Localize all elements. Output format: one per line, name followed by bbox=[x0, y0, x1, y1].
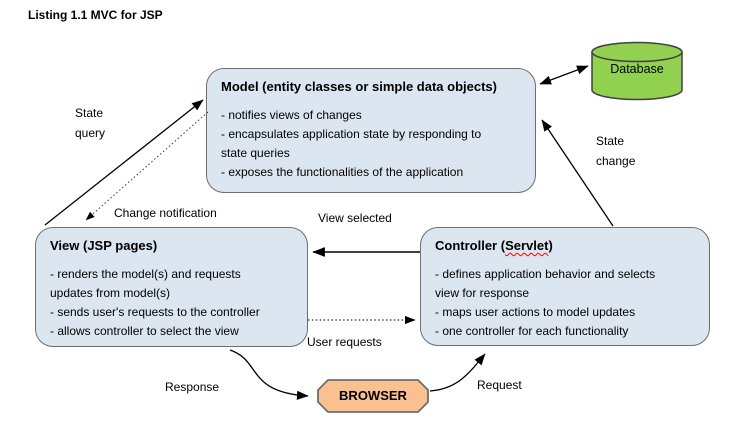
controller-node: Controller (Servlet) - defines applicati… bbox=[420, 227, 710, 346]
model-bullet-line: - encapsulates application state by resp… bbox=[221, 127, 482, 141]
view-selected-label: View selected bbox=[318, 211, 392, 225]
view-bullet-line: - renders the model(s) and requests bbox=[50, 267, 241, 281]
database-label: Database bbox=[610, 62, 664, 76]
view-bullet-line: updates from model(s) bbox=[50, 286, 171, 300]
view-bullet-line: - sends user's requests to the controlle… bbox=[50, 305, 260, 319]
controller-bullet-line: view for response bbox=[435, 286, 530, 300]
controller-bullet-line: - maps user actions to model updates bbox=[435, 305, 636, 319]
response-arrow bbox=[229, 349, 309, 400]
view-bullet-line: - allows controller to select the view bbox=[50, 324, 239, 338]
controller-node-title: Controller (Servlet) bbox=[435, 238, 695, 253]
model-bullet-line: state queries bbox=[221, 146, 290, 160]
controller-title-suffix: ) bbox=[548, 238, 553, 253]
model-bullet-line: - exposes the functionalities of the app… bbox=[221, 165, 464, 179]
state-change-label: State change bbox=[596, 134, 636, 168]
browser-label: BROWSER bbox=[339, 388, 407, 403]
change-notification-label: Change notification bbox=[114, 206, 217, 220]
view-node: View (JSP pages) - renders the model(s) … bbox=[35, 227, 308, 347]
model-node-title: Model (entity classes or simple data obj… bbox=[221, 79, 497, 94]
view-node-body: - renders the model(s) and requests upda… bbox=[50, 265, 293, 341]
state-query-label: State query bbox=[75, 106, 106, 140]
controller-bullet-line: - one controller for each functionality bbox=[435, 324, 629, 338]
response-label: Response bbox=[165, 380, 220, 394]
request-label: Request bbox=[477, 378, 522, 392]
controller-node-body: - defines application behavior and selec… bbox=[435, 265, 695, 341]
model-node: Model (entity classes or simple data obj… bbox=[206, 68, 536, 193]
controller-bullet-line: - defines application behavior and selec… bbox=[435, 267, 656, 281]
controller-title-prefix: Controller ( bbox=[435, 238, 506, 253]
user-requests-label: User requests bbox=[307, 335, 382, 349]
model-database-arrow bbox=[539, 65, 589, 85]
page-title: Listing 1.1 MVC for JSP bbox=[28, 8, 163, 22]
view-node-title: View (JSP pages) bbox=[50, 238, 158, 253]
controller-title-servlet-word: Servlet bbox=[505, 238, 549, 253]
model-node-body: - notifies views of changes - encapsulat… bbox=[221, 106, 521, 182]
model-bullet-line: - notifies views of changes bbox=[221, 108, 362, 122]
